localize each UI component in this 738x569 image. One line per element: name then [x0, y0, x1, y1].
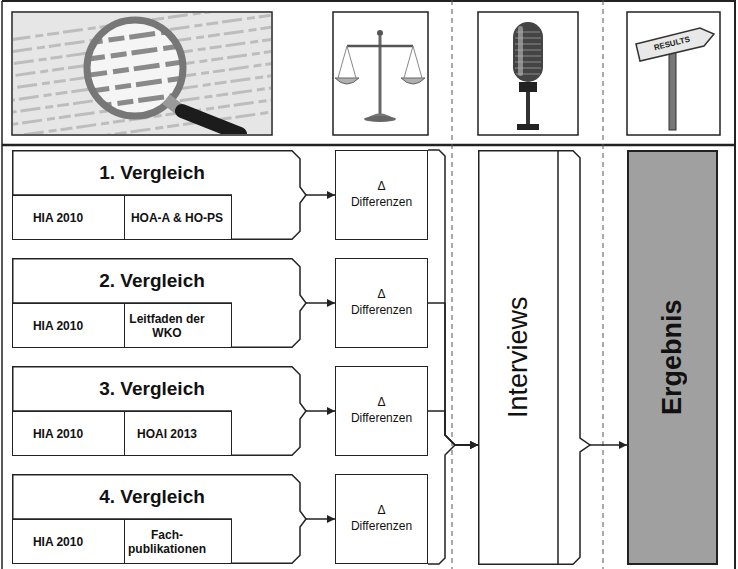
comparison-cell: HIA 2010 — [12, 303, 125, 348]
interviews-box: Interviews — [478, 150, 590, 565]
comparison-title: 2. Vergleich — [12, 258, 292, 303]
icon-box — [627, 12, 720, 135]
comparison-cell: HIA 2010 — [12, 195, 125, 240]
cell-text: HOA-A & HO-PS — [125, 196, 229, 241]
paper-row — [58, 41, 216, 63]
mic-neck — [519, 82, 537, 92]
comparison-cell: HIA 2010 — [12, 519, 125, 564]
frame-line — [1, 1, 3, 569]
cell-text: HIA 2010 — [13, 412, 103, 457]
scales-pan — [335, 78, 359, 84]
signpost-symbol — [636, 28, 714, 130]
scales-beam — [347, 45, 413, 48]
scales-pan — [401, 78, 425, 84]
flow-arrow — [428, 303, 478, 445]
comparison-title: 4. Vergleich — [12, 474, 292, 519]
frame-line — [2, 0, 736, 2]
flow-arrow — [590, 444, 627, 446]
comparison-card: 3. VergleichHIA 2010 HOAI 2013 — [12, 366, 306, 456]
difference-text: Δ Differenzen — [349, 395, 415, 426]
flow-arrow — [306, 194, 335, 196]
comparison-cell: HIA 2010 — [12, 411, 125, 456]
handle — [182, 111, 240, 134]
interviews-text: Interviews — [478, 150, 558, 565]
difference-box: Δ Differenzen — [335, 474, 428, 564]
comparison-cell: HOAI 2013 — [124, 411, 232, 456]
icon-box — [12, 12, 272, 135]
paper-rows — [13, 13, 271, 134]
result-box: Ergebnis — [627, 150, 718, 565]
difference-box: Δ Differenzen — [335, 258, 428, 348]
cell-text: HIA 2010 — [13, 520, 103, 565]
header-divider — [2, 144, 736, 147]
comparison-title: 1. Vergleich — [12, 150, 292, 195]
comparison-cell: Leitfaden der WKO — [124, 303, 232, 348]
frame-line — [734, 1, 736, 569]
comparison-card-outline — [13, 151, 306, 240]
paper-row — [65, 89, 223, 111]
magnifier-illustration — [13, 13, 271, 134]
difference-text: Δ Differenzen — [349, 179, 415, 210]
scales-pillar — [379, 36, 382, 114]
flow-arrow — [428, 445, 478, 564]
lens-rim — [87, 20, 183, 116]
magnified-rows — [56, 25, 223, 111]
column-divider — [603, 0, 604, 569]
mic-base — [517, 124, 539, 130]
difference-text: Δ Differenzen — [349, 287, 415, 318]
mic-capsule — [513, 22, 543, 82]
comparison-card-outline — [13, 367, 306, 456]
flow-arrow — [428, 411, 478, 445]
comparison-cell: Fach- publikationen — [124, 519, 232, 564]
scales-strings — [338, 46, 422, 78]
flow-arrow — [428, 150, 478, 445]
comparison-cell: HOA-A & HO-PS — [124, 195, 232, 240]
column-divider — [452, 0, 453, 569]
comparison-card: 1. VergleichHIA 2010 HOA-A & HO-PS — [12, 150, 306, 240]
icon-box — [333, 12, 428, 135]
comparison-title: 3. Vergleich — [12, 366, 292, 411]
flow-arrow — [306, 518, 335, 520]
scales-base — [364, 116, 396, 122]
comparison-card: 2. VergleichHIA 2010 Leitfaden der WKO — [12, 258, 306, 348]
signpost-post — [669, 50, 676, 130]
cell-text: Leitfaden der WKO — [125, 304, 209, 349]
interviews-box-outline — [479, 151, 590, 565]
interviews-box-outline — [478, 150, 590, 565]
microphone-symbol — [513, 22, 543, 130]
difference-text: Δ Differenzen — [349, 503, 415, 534]
difference-box: Δ Differenzen — [335, 366, 428, 456]
comparison-card: 4. VergleichHIA 2010 Fach- publikationen — [12, 474, 306, 564]
icon-boxes — [12, 12, 720, 135]
flow-arrow — [306, 410, 335, 412]
cell-text: HIA 2010 — [13, 304, 103, 349]
signpost-board — [636, 28, 714, 61]
flow-arrow — [306, 302, 335, 304]
scales-symbol — [335, 30, 425, 122]
cell-text: HOAI 2013 — [125, 412, 209, 457]
cell-text: Fach- publikationen — [125, 520, 209, 565]
paper-row — [56, 25, 214, 47]
mic-stand — [526, 92, 530, 126]
paper — [13, 13, 271, 134]
difference-box: Δ Differenzen — [335, 150, 428, 240]
result-text: Ergebnis — [629, 152, 716, 563]
mic-highlight — [518, 26, 523, 76]
scales-knob — [377, 30, 383, 36]
icon-box — [478, 12, 578, 135]
cell-text: HIA 2010 — [13, 196, 103, 241]
